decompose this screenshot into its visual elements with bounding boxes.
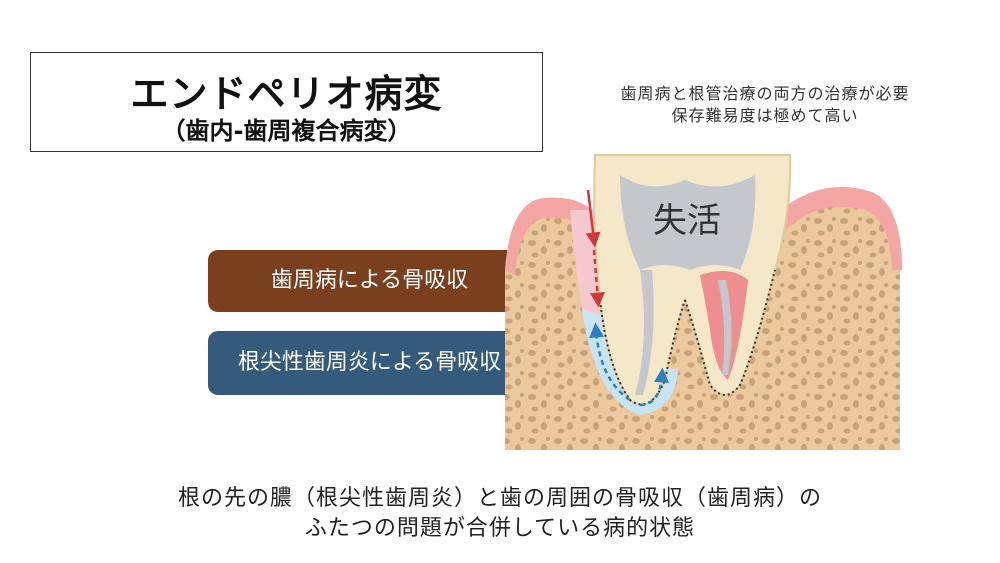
apical-bone-loss-label: 根尖性歯周炎による骨吸収 — [208, 331, 531, 395]
tooth-label: 失活 — [653, 201, 721, 241]
root-canal-right — [718, 280, 732, 375]
treatment-note: 歯周病と根管治療の両方の治療が必要 — [620, 84, 910, 103]
pulp-dead — [620, 175, 756, 270]
tooth-diagram: 失活 — [505, 154, 902, 450]
root-canal-left — [635, 270, 654, 395]
perio-bone-loss-label: 歯周病による骨吸収 — [208, 250, 531, 312]
caption-line-1: 根の先の膿（根尖性歯周炎）と歯の周囲の骨吸収（歯周病）の — [177, 486, 822, 511]
prognosis-note: 保存難易度は極めて高い — [671, 106, 859, 125]
title-box: エンドペリオ病変 （歯内-歯周複合病変） — [30, 52, 543, 152]
caption-line-2: ふたつの問題が合併している病的状態 — [304, 516, 696, 541]
gum-right — [775, 186, 902, 270]
page-subtitle: （歯内-歯周複合病変） — [161, 117, 412, 145]
page-title: エンドペリオ病変 — [130, 72, 443, 116]
